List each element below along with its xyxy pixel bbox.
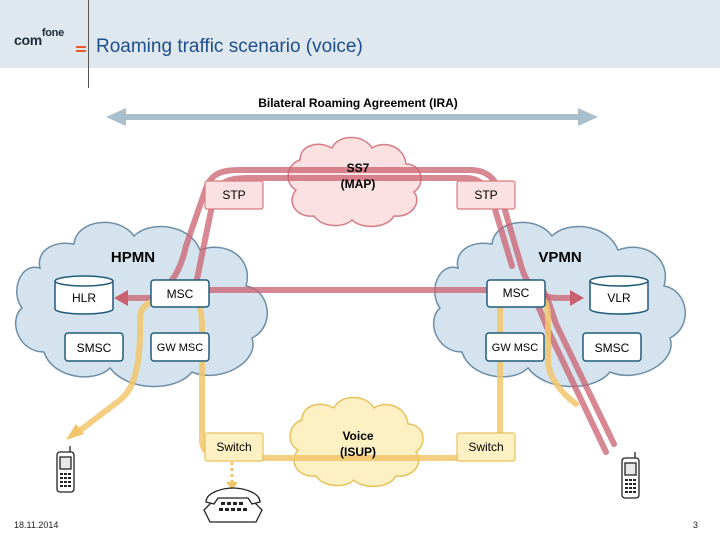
voice-label-line2: (ISUP): [340, 445, 376, 459]
ss7-cloud: [287, 136, 422, 228]
mobile-phone-icon: [56, 446, 75, 493]
stp-left-label: STP: [222, 188, 245, 202]
logo-text-main: com: [14, 32, 42, 48]
voice-arrowhead-left-phone: [66, 424, 84, 440]
switch-to-phone-arrowhead: [226, 482, 238, 490]
switch-left-label: Switch: [216, 440, 251, 454]
hpmn-label: HPMN: [111, 249, 155, 266]
mobile-phone-icon: [621, 452, 640, 499]
vpmn-smsc-label: SMSC: [595, 341, 630, 355]
agreement-arrow: [106, 108, 598, 126]
page-title: Roaming traffic scenario (voice): [96, 36, 363, 57]
vpmn-gw-msc-node: GW MSC: [485, 332, 545, 362]
hpmn-smsc-label: SMSC: [77, 341, 112, 355]
hpmn-smsc-node: SMSC: [64, 332, 124, 362]
stp-right-label: STP: [474, 188, 497, 202]
logo-text-sup: fone: [41, 27, 64, 39]
voice-cloud: [289, 396, 424, 488]
signaling-arrowhead-vlr: [570, 290, 584, 306]
signaling-arrowhead-hlr: [114, 290, 128, 306]
vlr-node: VLR: [589, 275, 649, 315]
hlr-label: HLR: [72, 291, 96, 305]
vpmn-msc-node: MSC: [486, 279, 546, 308]
hlr-node: HLR: [54, 275, 114, 315]
hpmn-gw-msc-label: GW MSC: [157, 342, 203, 354]
footer-date: 18.11.2014: [14, 520, 59, 530]
switch-left-node: Switch: [204, 432, 264, 462]
page-number: 3: [693, 520, 699, 530]
hpmn-msc-label: MSC: [167, 287, 194, 301]
agreement-label: Bilateral Roaming Agreement (IRA): [258, 96, 458, 110]
header-bar: [0, 0, 720, 68]
stp-left-node: STP: [204, 180, 264, 210]
header-divider: [88, 0, 89, 88]
landline-phone-icon: [203, 487, 263, 523]
ss7-label-line2: (MAP): [341, 177, 376, 191]
voice-label-line1: Voice: [342, 429, 373, 443]
logo-equals-mark: [76, 46, 86, 48]
ss7-label-line1: SS7: [347, 161, 370, 175]
vpmn-msc-label: MSC: [503, 286, 530, 300]
vlr-label: VLR: [607, 291, 631, 305]
stp-right-node: STP: [456, 180, 516, 210]
hpmn-msc-node: MSC: [150, 279, 210, 308]
hpmn-gw-msc-node: GW MSC: [150, 332, 210, 362]
switch-right-label: Switch: [468, 440, 503, 454]
vpmn-gw-msc-label: GW MSC: [492, 342, 538, 354]
vpmn-smsc-node: SMSC: [582, 332, 642, 362]
vpmn-label: VPMN: [538, 249, 581, 266]
hpmn-cloud: [14, 221, 268, 388]
switch-right-node: Switch: [456, 432, 516, 462]
comfone-logo: comfone: [14, 27, 86, 50]
